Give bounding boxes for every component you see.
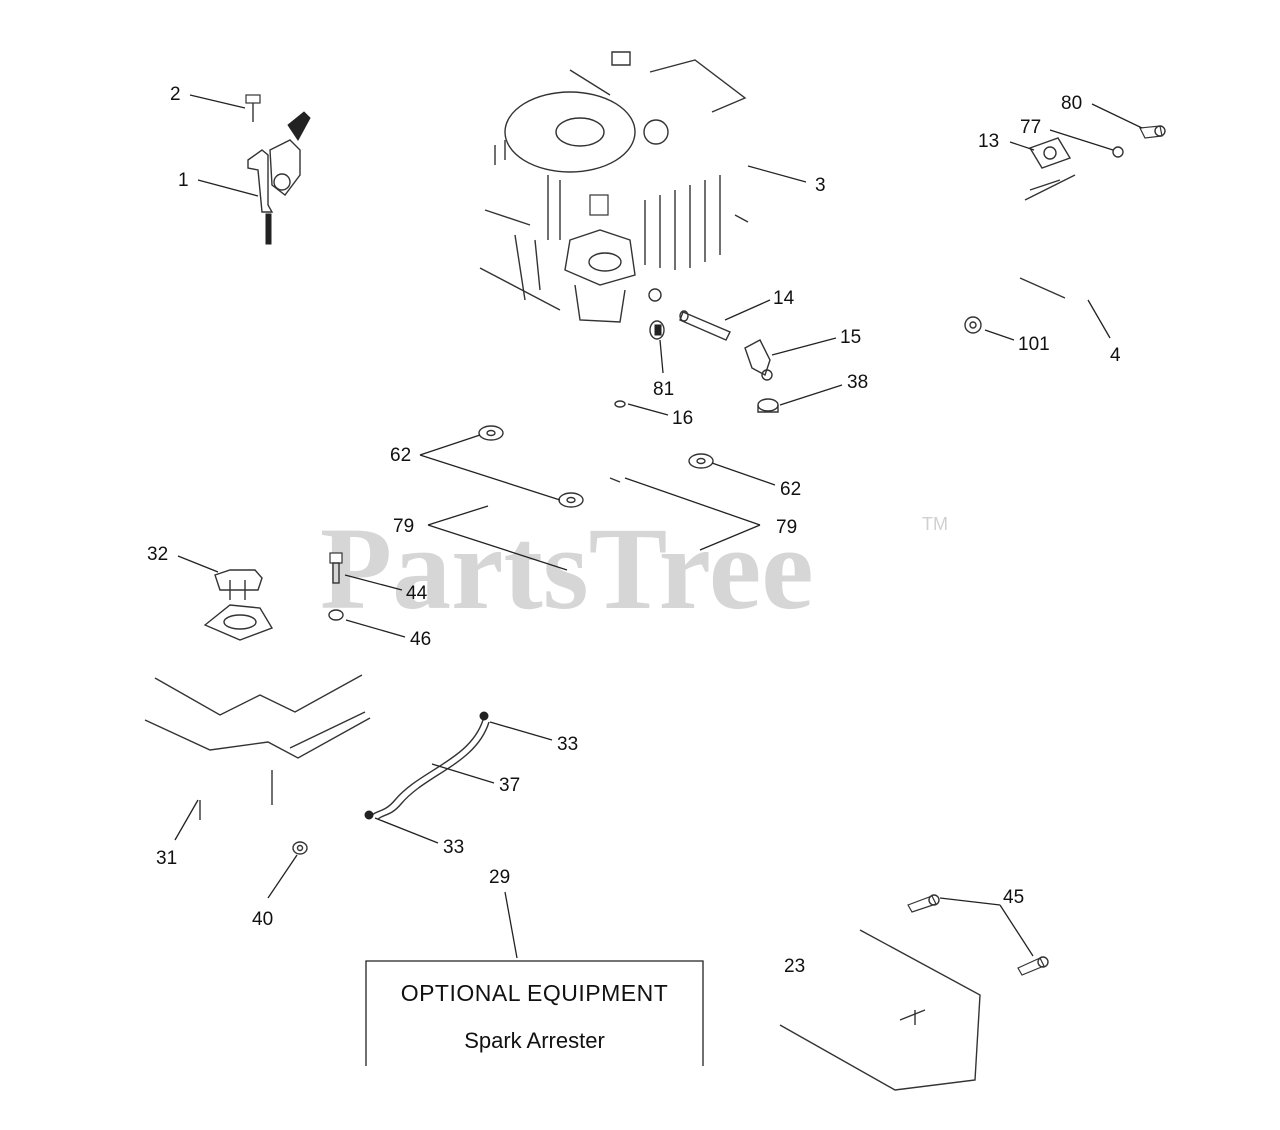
callout-81: 81 bbox=[653, 379, 674, 400]
callout-40: 40 bbox=[252, 909, 273, 930]
part-arrester-23[interactable] bbox=[779, 929, 981, 1091]
callout-15: 15 bbox=[840, 327, 861, 348]
part-nut-40[interactable] bbox=[292, 841, 308, 855]
callout-62-right: 62 bbox=[780, 479, 801, 500]
callout-32: 32 bbox=[147, 544, 168, 565]
callout-labels: 2 1 3 4 13 14 15 16 23 29 31 32 33 33 37… bbox=[147, 84, 1121, 977]
callout-79-left: 79 bbox=[393, 516, 414, 537]
callout-37: 37 bbox=[499, 775, 520, 796]
part-clip-16[interactable] bbox=[614, 400, 626, 408]
part-washer-46[interactable] bbox=[328, 609, 344, 621]
callout-23: 23 bbox=[784, 956, 805, 977]
callout-1: 1 bbox=[178, 170, 189, 191]
part-knob-32[interactable] bbox=[203, 569, 274, 641]
optional-equipment-subtitle: Spark Arrester bbox=[464, 1028, 605, 1053]
part-engine[interactable] bbox=[479, 51, 749, 323]
callout-45: 45 bbox=[1003, 887, 1024, 908]
callout-77: 77 bbox=[1020, 117, 1041, 138]
callout-38: 38 bbox=[847, 372, 868, 393]
callout-3: 3 bbox=[815, 175, 826, 196]
part-clamp-33-upper[interactable] bbox=[479, 711, 489, 721]
part-nut-101[interactable] bbox=[964, 316, 982, 334]
part-clamp-33-lower[interactable] bbox=[364, 810, 374, 820]
callout-44: 44 bbox=[406, 583, 428, 604]
part-lever-bracket[interactable] bbox=[247, 111, 311, 245]
callout-46: 46 bbox=[410, 629, 431, 650]
part-fitting-81[interactable] bbox=[649, 320, 665, 340]
callout-2: 2 bbox=[170, 84, 181, 105]
watermark: PartsTree TM bbox=[320, 503, 948, 634]
part-cap-38[interactable] bbox=[757, 398, 779, 413]
part-washer-77[interactable] bbox=[1112, 146, 1124, 158]
part-bolt-44[interactable] bbox=[329, 552, 343, 584]
part-shield-31[interactable] bbox=[144, 674, 371, 820]
part-muffler[interactable] bbox=[1019, 174, 1076, 299]
part-tube-14[interactable] bbox=[679, 310, 731, 341]
callout-4: 4 bbox=[1110, 345, 1121, 366]
leader-lines bbox=[174, 94, 1143, 959]
part-screw-2[interactable] bbox=[245, 94, 261, 122]
callout-80: 80 bbox=[1061, 93, 1082, 114]
callout-31: 31 bbox=[156, 848, 177, 869]
watermark-trademark: TM bbox=[922, 514, 948, 534]
optional-equipment-box: OPTIONAL EQUIPMENT Spark Arrester bbox=[365, 960, 704, 1066]
part-washers-62[interactable] bbox=[478, 425, 714, 508]
callout-79-right: 79 bbox=[776, 517, 797, 538]
watermark-brand: PartsTree bbox=[320, 503, 814, 634]
part-fuel-line-37[interactable] bbox=[371, 719, 490, 820]
callout-13: 13 bbox=[978, 131, 999, 152]
callout-33-upper: 33 bbox=[557, 734, 578, 755]
part-drawings bbox=[144, 51, 1166, 1091]
part-screws-45[interactable] bbox=[907, 894, 1049, 976]
optional-equipment-title: OPTIONAL EQUIPMENT bbox=[401, 980, 669, 1006]
callout-101: 101 bbox=[1018, 334, 1050, 355]
part-elbow-15[interactable] bbox=[744, 339, 773, 381]
callout-33-lower: 33 bbox=[443, 837, 464, 858]
callout-62-left: 62 bbox=[390, 445, 411, 466]
callout-14: 14 bbox=[773, 288, 795, 309]
callout-29: 29 bbox=[489, 867, 510, 888]
part-bolt-80[interactable] bbox=[1139, 125, 1166, 139]
part-studs-79[interactable] bbox=[609, 477, 621, 483]
part-gasket-13[interactable] bbox=[1028, 137, 1072, 169]
callout-16: 16 bbox=[672, 408, 693, 429]
